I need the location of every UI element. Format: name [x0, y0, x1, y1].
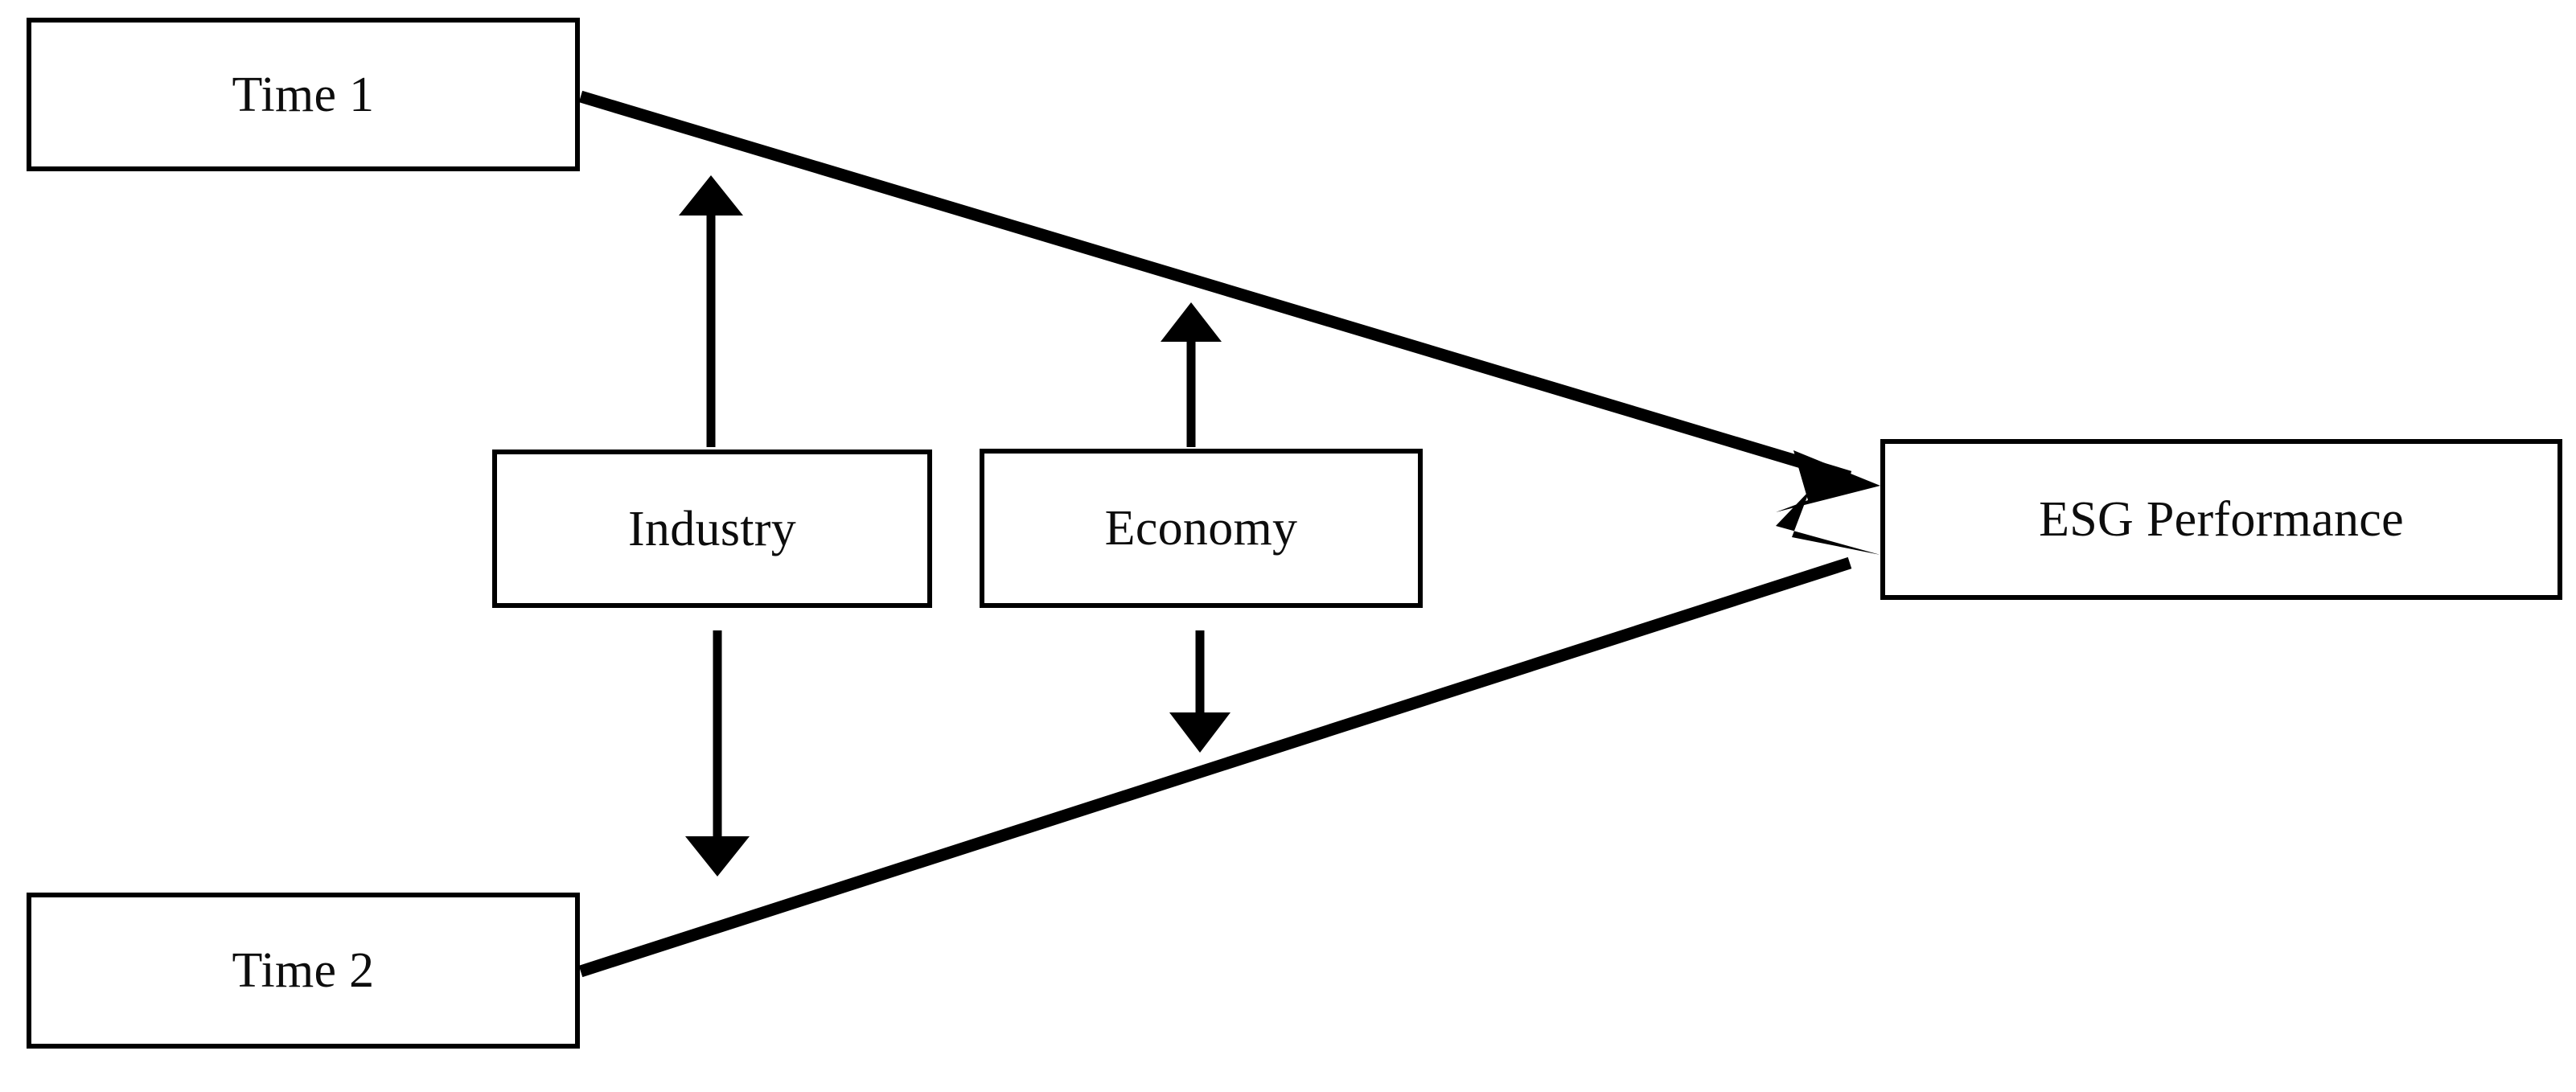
edge-time2-to-esg-line: [578, 556, 1852, 978]
edge-time1-to-esg-arrowhead: [1776, 450, 1880, 512]
edge-economy-down: [1169, 630, 1230, 753]
node-industry[interactable]: Industry: [492, 450, 932, 608]
node-time2[interactable]: Time 2: [27, 893, 580, 1049]
node-economy-label: Economy: [1104, 501, 1298, 556]
edge-economy-down-arrowhead: [1169, 712, 1230, 753]
edge-industry-up-arrowhead: [679, 175, 743, 216]
node-time1-label: Time 1: [232, 67, 375, 122]
edge-time2-to-esg: [578, 491, 1880, 978]
node-economy[interactable]: Economy: [980, 449, 1423, 608]
edge-industry-down-arrowhead: [685, 836, 750, 876]
edge-industry-down: [685, 630, 750, 876]
edge-economy-up-arrowhead: [1161, 302, 1222, 342]
node-industry-label: Industry: [627, 501, 797, 556]
edge-time2-to-esg-arrowhead: [1776, 491, 1880, 555]
node-time2-label: Time 2: [232, 943, 375, 998]
node-esg-performance-label: ESG Performance: [2039, 492, 2404, 547]
node-time1[interactable]: Time 1: [27, 18, 580, 171]
edge-time1-to-esg-line: [578, 90, 1852, 483]
edge-industry-up: [679, 175, 743, 447]
edge-economy-up: [1161, 302, 1222, 447]
edge-time1-to-esg: [578, 90, 1880, 512]
node-esg-performance[interactable]: ESG Performance: [1880, 439, 2562, 600]
